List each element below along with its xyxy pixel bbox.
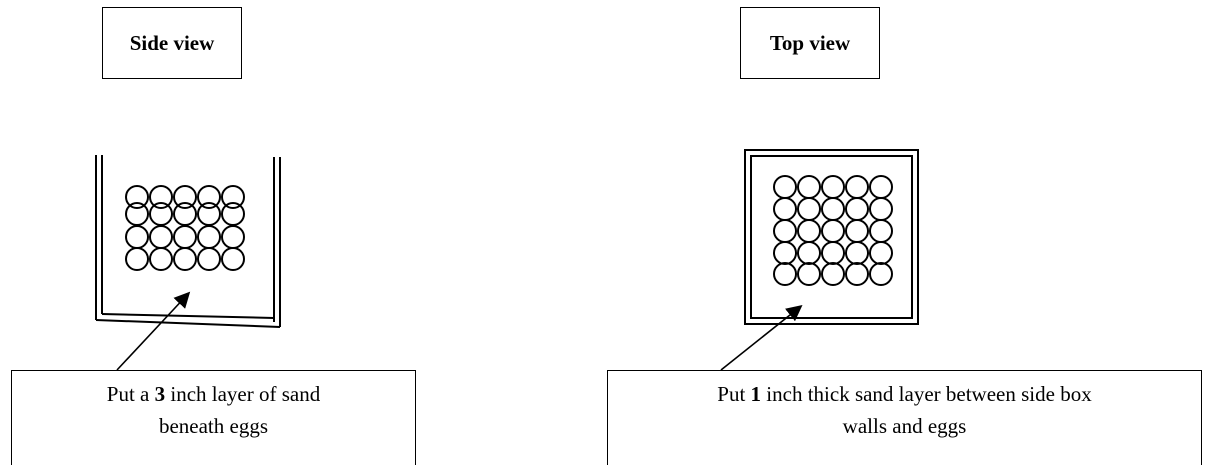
side-view-arrow — [116, 291, 191, 371]
top-view-eggs — [773, 175, 893, 286]
top-egg — [845, 175, 869, 199]
top-view-title: Top view — [740, 7, 880, 79]
side-egg — [125, 225, 149, 249]
side-egg — [149, 185, 173, 209]
top-egg — [869, 175, 893, 199]
side-egg — [149, 247, 173, 271]
top-caption-line-1: Put 1 inch thick sand layer between side… — [717, 382, 1092, 406]
top-egg — [773, 175, 797, 199]
top-egg — [869, 262, 893, 286]
side-view-title-text: Side view — [129, 30, 215, 55]
top-egg — [773, 262, 797, 286]
side-egg — [197, 202, 221, 226]
top-egg — [821, 219, 845, 243]
side-egg — [125, 185, 149, 209]
top-egg — [797, 219, 821, 243]
side-egg — [149, 202, 173, 226]
side-egg — [221, 202, 245, 226]
side-view-caption: Put a 3 inch layer of sand beneath eggs — [11, 370, 416, 465]
top-egg — [845, 241, 869, 265]
side-egg — [197, 185, 221, 209]
top-view-title-text: Top view — [769, 30, 851, 55]
side-egg — [125, 247, 149, 271]
top-egg — [797, 241, 821, 265]
top-egg — [869, 219, 893, 243]
side-egg — [173, 225, 197, 249]
side-view-eggs — [125, 185, 245, 271]
top-view-caption: Put 1 inch thick sand layer between side… — [607, 370, 1202, 465]
top-egg — [845, 219, 869, 243]
side-caption-line-2: beneath eggs — [158, 414, 269, 438]
top-egg — [869, 197, 893, 221]
side-egg — [221, 185, 245, 209]
top-egg — [869, 241, 893, 265]
side-egg — [197, 225, 221, 249]
top-view-container — [744, 149, 919, 325]
side-view-container — [95, 155, 281, 328]
top-egg — [797, 197, 821, 221]
top-caption-line-2: walls and eggs — [842, 414, 967, 438]
side-egg — [173, 247, 197, 271]
side-caption-number: 3 — [154, 382, 166, 406]
side-view-title: Side view — [102, 7, 242, 79]
side-egg — [149, 225, 173, 249]
top-egg — [773, 219, 797, 243]
top-egg — [821, 262, 845, 286]
top-egg — [821, 175, 845, 199]
top-egg — [845, 262, 869, 286]
top-egg — [773, 241, 797, 265]
top-egg — [773, 197, 797, 221]
side-egg — [125, 202, 149, 226]
top-caption-number: 1 — [750, 382, 762, 406]
top-egg — [821, 197, 845, 221]
side-egg — [173, 202, 197, 226]
side-egg — [221, 247, 245, 271]
side-egg — [221, 225, 245, 249]
top-egg — [821, 241, 845, 265]
side-egg — [197, 247, 221, 271]
top-egg — [797, 262, 821, 286]
top-egg — [845, 197, 869, 221]
side-caption-line-1: Put a 3 inch layer of sand — [106, 382, 321, 406]
top-egg — [797, 175, 821, 199]
side-egg — [173, 185, 197, 209]
top-view-arrow — [720, 305, 803, 371]
